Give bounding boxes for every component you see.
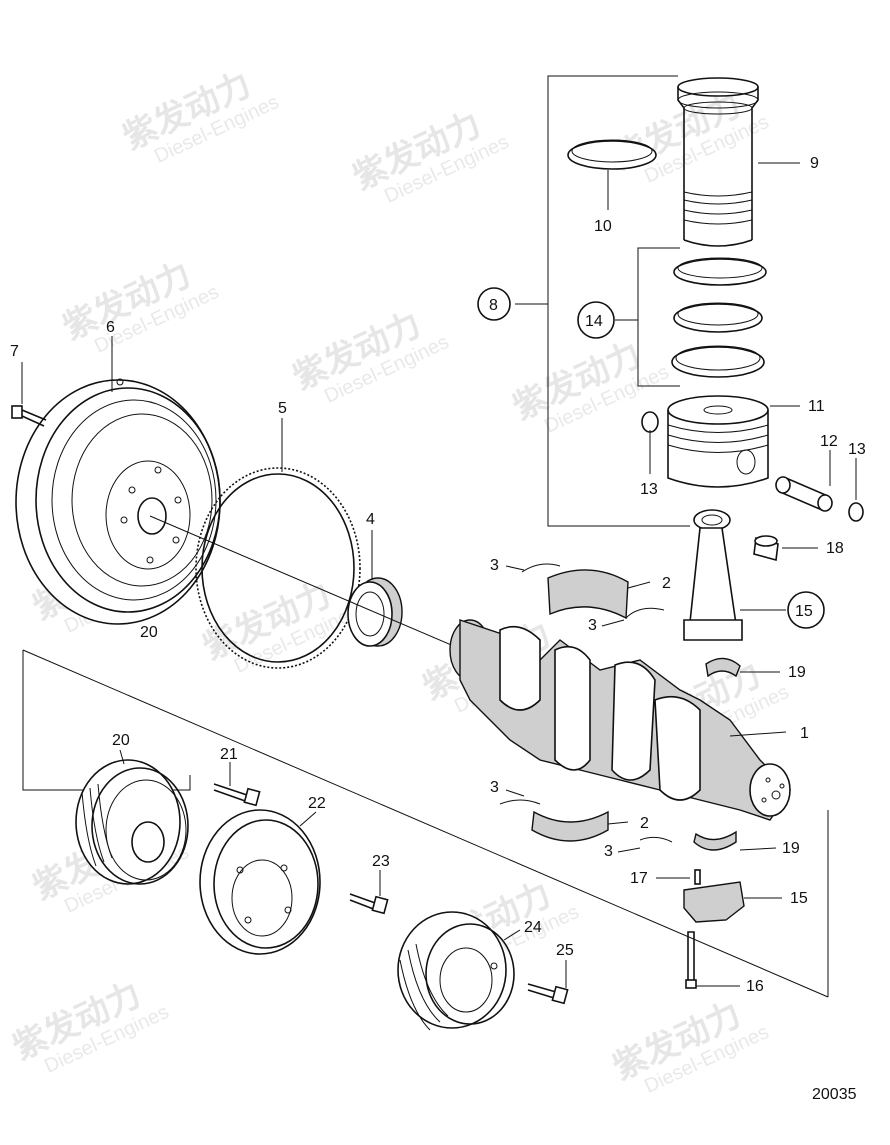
connecting-rod-cap: [683, 869, 745, 989]
liner-seal-ring: [567, 139, 657, 170]
piston-pin-circlip-right: [848, 502, 864, 522]
label-8: 8: [489, 297, 498, 314]
callout-labels: 1 2 2 3 3 3 3 4 5 6 7 8 9 10 11 12 13 13…: [10, 155, 866, 1103]
label-24: 24: [524, 919, 542, 936]
label-16: 16: [746, 978, 764, 995]
callout-circle-15: [787, 591, 825, 629]
label-22: 22: [308, 795, 326, 812]
label-4: 4: [366, 511, 375, 528]
label-25: 25: [556, 942, 574, 959]
label-14: 14: [585, 313, 603, 330]
label-2-upper: 2: [662, 575, 671, 592]
label-19-upper: 19: [788, 664, 806, 681]
watermark-logo-5: 紫发动力 Diesel-Engines: [287, 304, 452, 407]
vibration-damper: [15, 378, 221, 625]
cylinder-liner: [677, 77, 759, 247]
flywheel-ring-gear: [195, 467, 361, 669]
callout-circle-8: [477, 287, 511, 321]
label-23: 23: [372, 853, 390, 870]
auxiliary-pulley-bolt: [527, 983, 569, 1005]
crankshaft: [449, 619, 791, 821]
piston-group-bracket: [515, 75, 690, 527]
watermark-logo-1: 紫发动力 Diesel-Engines: [117, 64, 282, 167]
big-end-bearing-lower: [693, 830, 737, 851]
watermark-logo-2: 紫发动力 Diesel-Engines: [347, 104, 512, 207]
damper-hub: [199, 809, 321, 955]
piston: [667, 395, 769, 488]
label-15-upper: 15: [795, 603, 813, 620]
leader-lines: [21, 162, 857, 988]
label-9: 9: [810, 155, 819, 172]
crankshaft-seal: [347, 577, 403, 647]
label-18: 18: [826, 540, 844, 557]
label-19-lower: 19: [782, 840, 800, 857]
label-17: 17: [630, 870, 648, 887]
hub-bolt: [349, 893, 389, 915]
watermark-logo-14: 紫发动力 Diesel-Engines: [607, 994, 772, 1097]
label-15-lower: 15: [790, 890, 808, 907]
callout-circle-14: [577, 301, 615, 339]
label-13-left: 13: [640, 481, 658, 498]
label-3-b: 3: [588, 617, 597, 634]
main-bearing-lower: [499, 799, 673, 843]
piston-pin: [775, 476, 833, 512]
piston-pin-circlip-left: [641, 411, 659, 433]
label-10: 10: [594, 218, 612, 235]
label-1: 1: [800, 725, 809, 742]
small-end-bushing: [753, 535, 779, 562]
label-6: 6: [106, 319, 115, 336]
damper-bolt: [11, 405, 47, 427]
piston-rings: [671, 257, 767, 378]
big-end-bearing-upper: [705, 657, 741, 678]
main-bearing-upper: [521, 563, 665, 620]
crankshaft-pulley: [75, 759, 189, 885]
label-20-upper: 20: [140, 624, 158, 641]
auxiliary-pulley: [397, 911, 515, 1031]
label-5: 5: [278, 400, 287, 417]
label-13-right: 13: [848, 441, 866, 458]
label-20-lower: 20: [112, 732, 130, 749]
label-12: 12: [820, 433, 838, 450]
connecting-rod: [683, 509, 743, 641]
pulley-bolt: [213, 783, 261, 807]
label-21: 21: [220, 746, 238, 763]
watermark-logo-4: 紫发动力 Diesel-Engines: [57, 254, 222, 357]
label-3-a: 3: [490, 557, 499, 574]
label-3-c: 3: [490, 779, 499, 796]
label-11: 11: [808, 398, 825, 415]
watermark-logo-13: 紫发动力 Diesel-Engines: [7, 974, 172, 1077]
callout-circles: [477, 287, 825, 629]
label-7: 7: [10, 343, 19, 360]
label-2-lower: 2: [640, 815, 649, 832]
drawing-number: 20035: [812, 1086, 857, 1103]
label-3-d: 3: [604, 843, 613, 860]
